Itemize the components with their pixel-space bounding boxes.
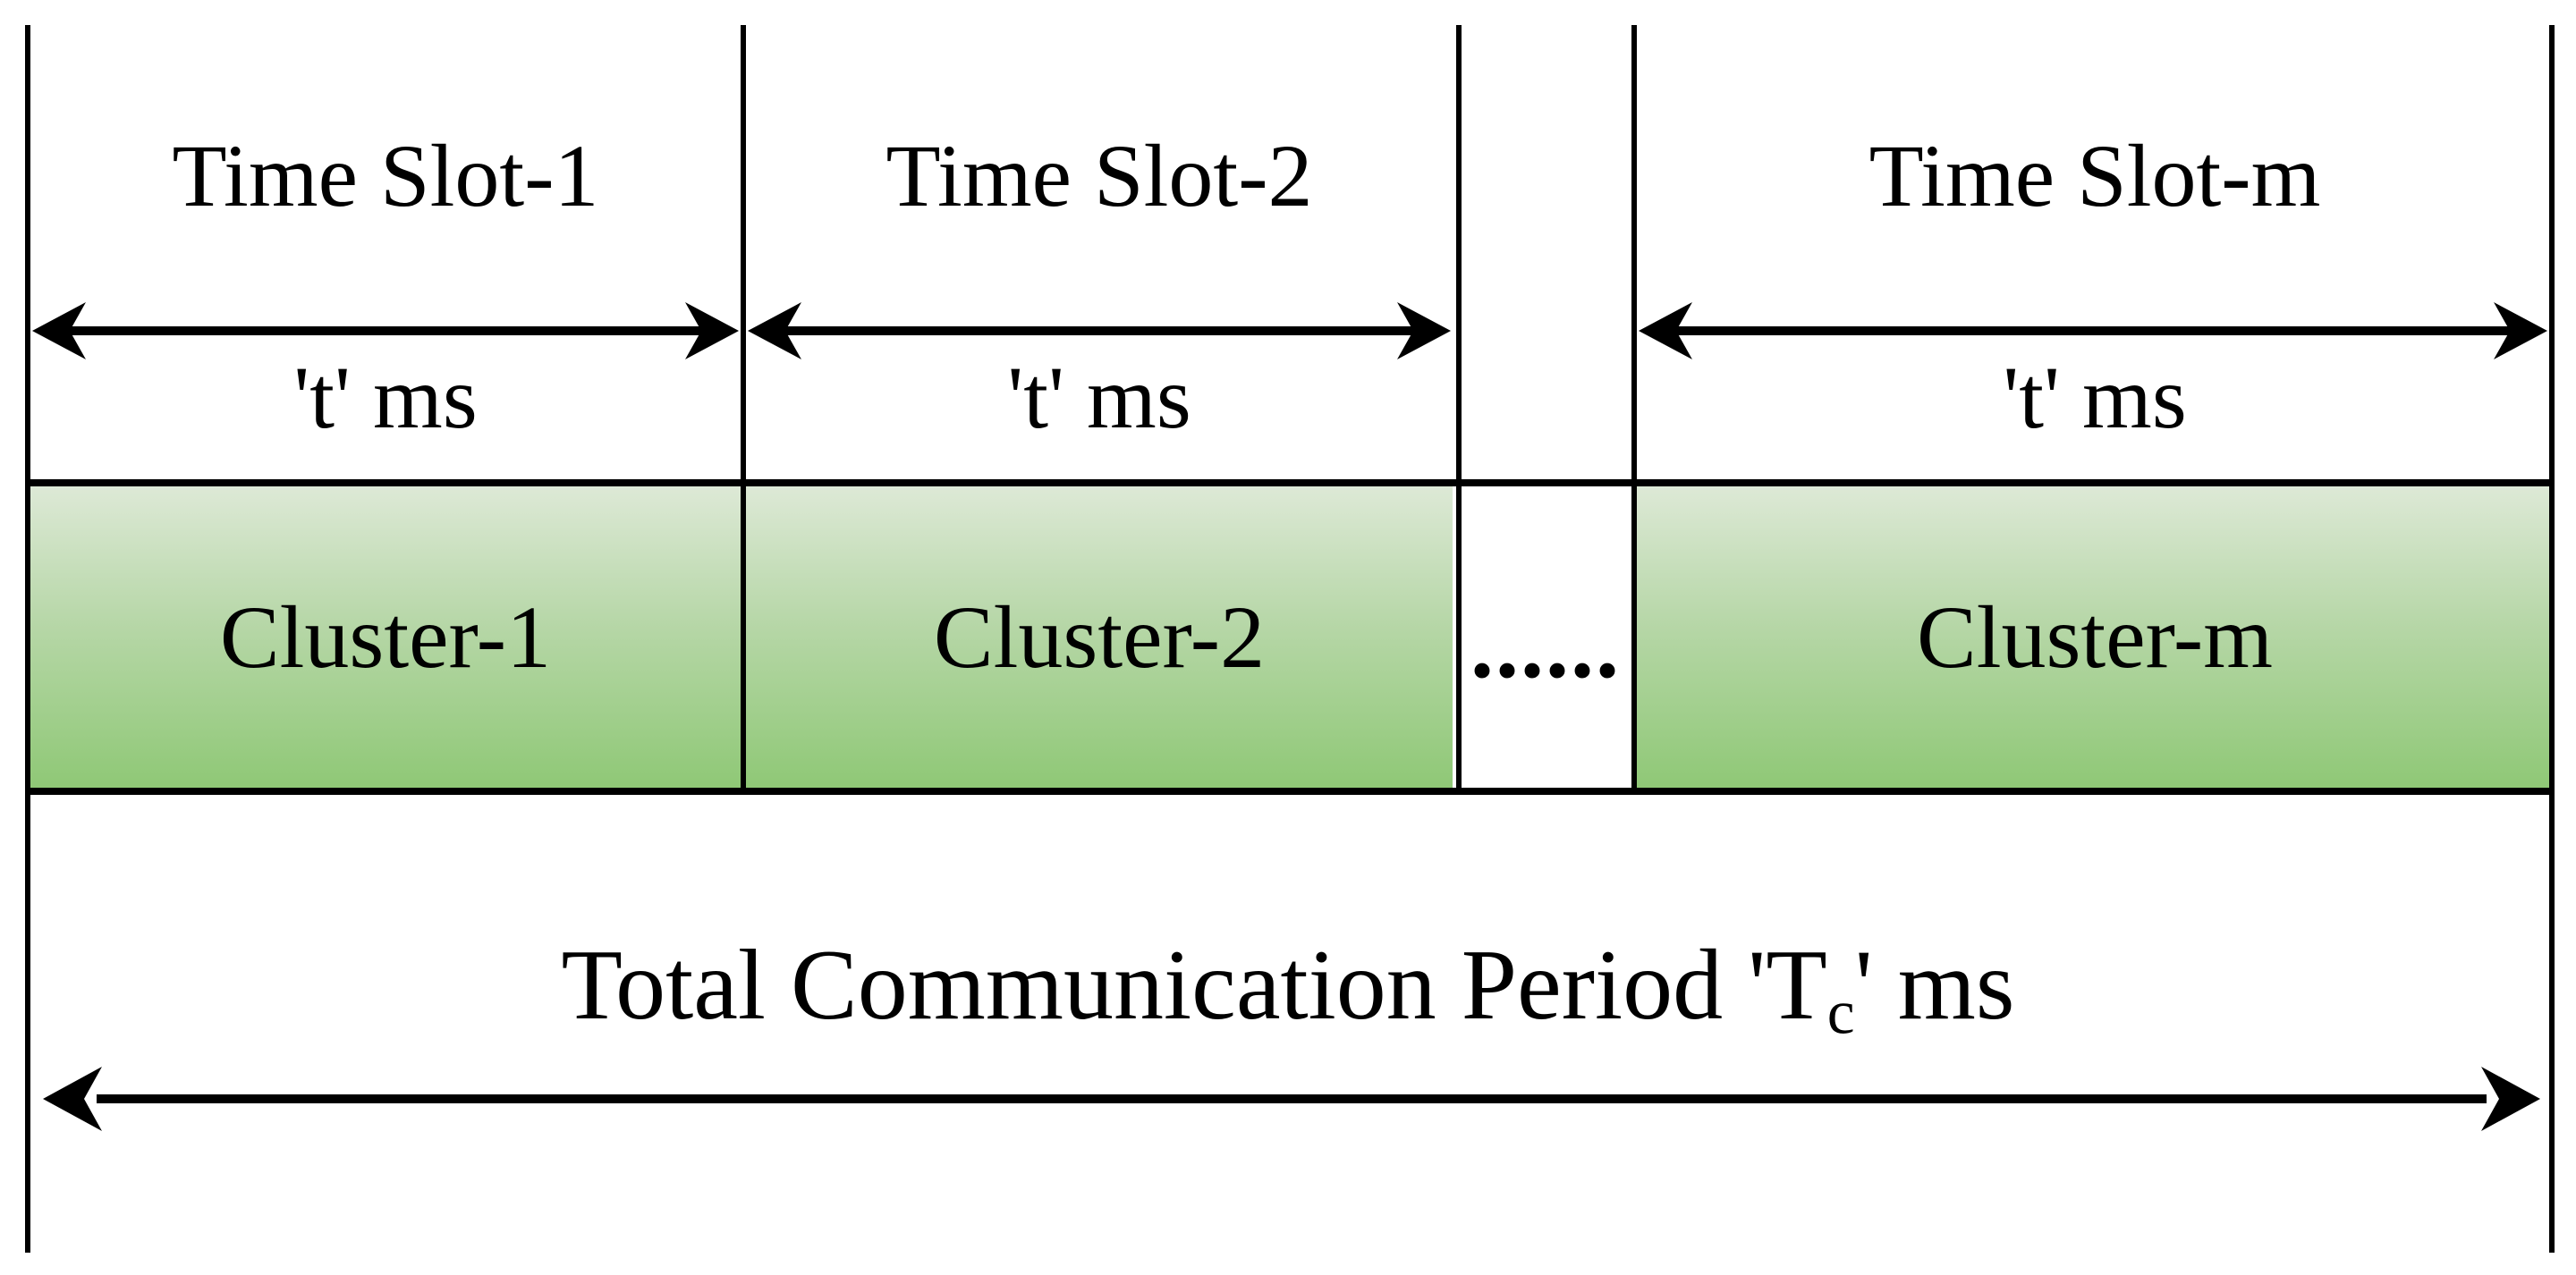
slotm-duration-arrow: [1639, 302, 2547, 359]
cluster-2-label: Cluster-2: [933, 587, 1266, 687]
cluster-band-top-border: [25, 479, 2555, 486]
arrowhead-left-icon: [32, 302, 86, 359]
boundary-line-left: [25, 25, 30, 1253]
divider-line-gap-left: [1456, 25, 1462, 791]
slot2-duration-label: 't' ms: [1007, 348, 1191, 447]
arrow-shaft: [1674, 326, 2512, 335]
ellipsis-dots: ......: [1470, 595, 1621, 697]
cluster-m-label: Cluster-m: [1917, 587, 2273, 687]
cluster-cell-1: [30, 486, 741, 788]
total-period-subscript: c: [1826, 978, 1855, 1048]
cluster-1-label: Cluster-1: [219, 587, 552, 687]
cluster-cell-m: [1637, 486, 2552, 788]
time-slot-m-label: Time Slot-m: [1868, 126, 2321, 225]
slotm-duration-label: 't' ms: [2003, 348, 2187, 447]
time-slot-1-label: Time Slot-1: [172, 126, 599, 225]
divider-line-slot1-slot2: [741, 25, 746, 791]
slot2-duration-arrow: [748, 302, 1451, 359]
arrowhead-right-icon: [2481, 1067, 2540, 1131]
cluster-cell-2: [746, 486, 1453, 788]
time-slot-2-label: Time Slot-2: [886, 126, 1313, 225]
arrow-shaft: [68, 326, 703, 335]
total-period-text-prefix: Total Communication Period 'T: [561, 930, 1827, 1041]
boundary-line-right: [2549, 25, 2555, 1253]
arrowhead-left-icon: [43, 1067, 102, 1131]
arrowhead-right-icon: [685, 302, 739, 359]
cluster-band-bottom-border: [25, 788, 2555, 795]
arrowhead-left-icon: [1639, 302, 1692, 359]
divider-line-gap-right: [1631, 25, 1637, 791]
arrowhead-left-icon: [748, 302, 801, 359]
arrowhead-right-icon: [2494, 302, 2547, 359]
arrow-shaft: [784, 326, 1415, 335]
slot1-duration-arrow: [32, 302, 739, 359]
total-period-text-suffix: ' ms: [1854, 930, 2015, 1041]
total-period-label: Total Communication Period 'Tc' ms: [562, 935, 2015, 1044]
arrow-shaft: [97, 1094, 2487, 1103]
slot1-duration-label: 't' ms: [293, 348, 478, 447]
total-period-arrow: [43, 1067, 2540, 1131]
arrowhead-right-icon: [1397, 302, 1451, 359]
